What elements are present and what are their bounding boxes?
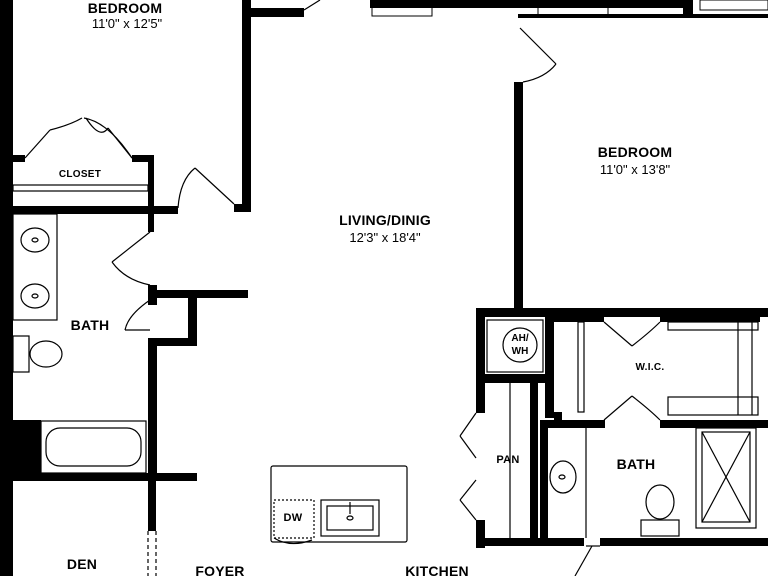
wic-label: W.I.C. [635,362,665,373]
bath1-label: BATH [70,317,110,333]
living-name: LIVING/DINIG [339,212,431,228]
bath2-label: BATH [616,456,656,472]
bedroom2-name: BEDROOM [597,144,673,160]
foyer-label: FOYER [195,563,245,579]
ahwh-line2: WH [511,346,529,357]
kitchen-label: KITCHEN [405,563,469,579]
closet-label: CLOSET [58,169,102,180]
bedroom2-dims: 11'0" x 13'8" [599,162,671,177]
living-dims: 12'3" x 18'4" [349,230,421,245]
ahwh-line1: AH/ [511,333,529,344]
bedroom1-dims: 11'0" x 12'5" [91,16,163,31]
pantry-label: PAN [496,454,520,466]
bedroom1-name: BEDROOM [87,0,163,16]
den-label: DEN [66,556,98,572]
fixtures [12,0,768,576]
dishwasher-label: DW [283,512,303,524]
